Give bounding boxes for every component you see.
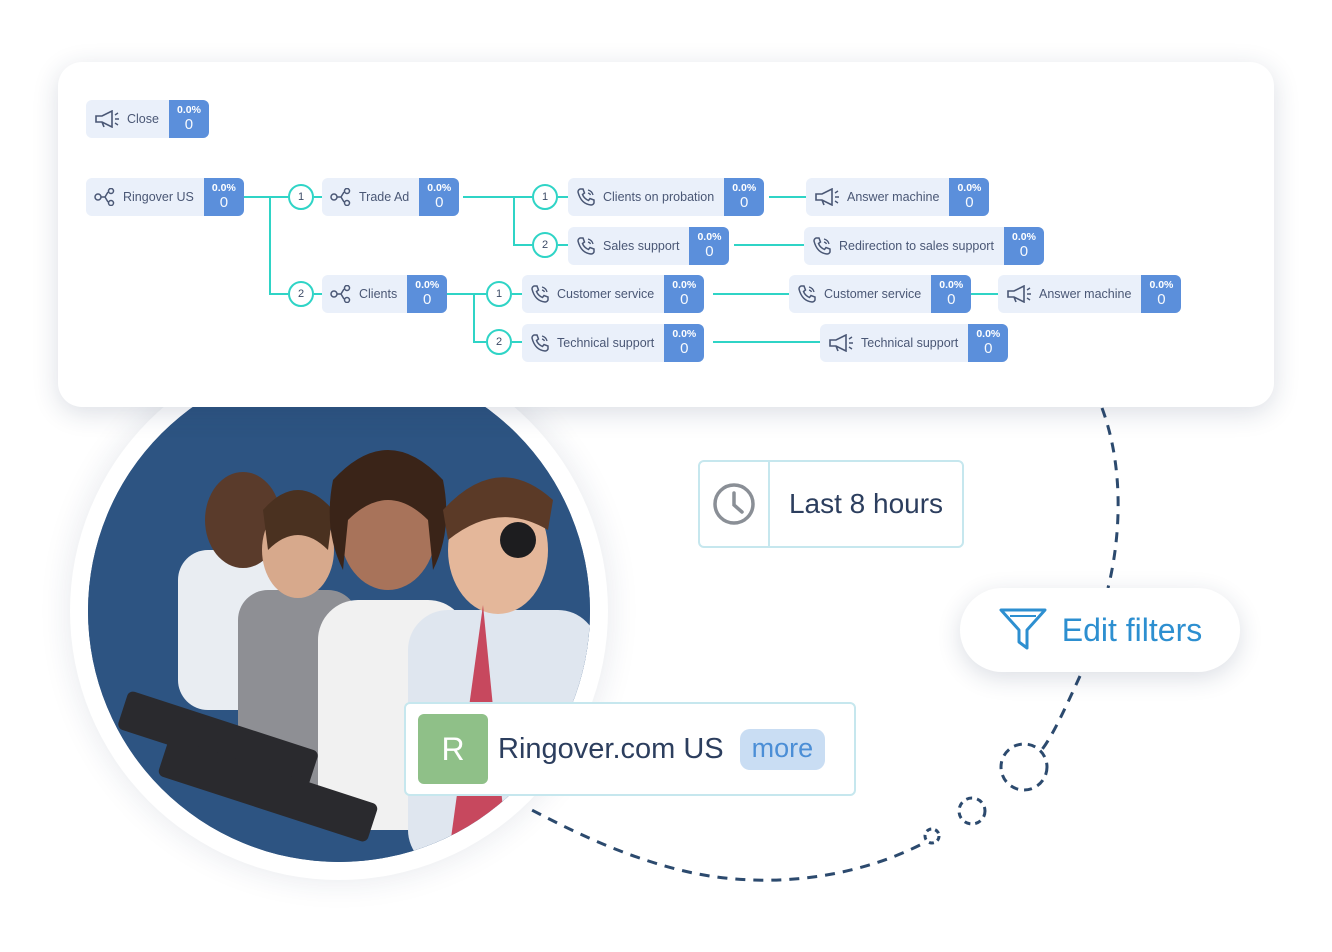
flow-node-trade-ad[interactable]: Trade Ad 0.0%0	[322, 178, 460, 216]
node-percent: 0.0%	[976, 328, 1001, 340]
node-percent: 0.0%	[672, 279, 697, 291]
flow-node-clients[interactable]: Clients 0.0%0	[322, 275, 448, 313]
edit-filters-button[interactable]: Edit filters	[960, 588, 1240, 672]
flow-node-sales-support[interactable]: Sales support 0.0%0	[568, 227, 730, 265]
funnel-icon	[999, 608, 1047, 650]
node-label: Close	[127, 112, 159, 126]
node-count: 0	[705, 243, 714, 260]
flow-node-technical-support-2[interactable]: Technical support 0.0%0	[820, 324, 1009, 362]
node-count: 0	[1019, 243, 1029, 260]
node-count: 0	[435, 194, 444, 211]
node-count: 0	[740, 194, 749, 211]
flow-icon	[94, 188, 115, 206]
node-percent: 0.0%	[957, 182, 982, 194]
node-count: 0	[423, 291, 432, 308]
node-percent: 0.0%	[211, 182, 236, 194]
node-percent: 0.0%	[672, 328, 697, 340]
node-label: Technical support	[557, 336, 655, 350]
node-count: 0	[965, 194, 974, 211]
flow-node-technical-support[interactable]: Technical support 0.0%0	[522, 324, 705, 362]
node-count: 0	[984, 340, 993, 357]
phone-icon	[577, 188, 595, 206]
phone-icon	[531, 334, 549, 352]
flow-node-answer-machine-2[interactable]: Answer machine 0.0%0	[998, 275, 1182, 313]
node-percent: 0.0%	[939, 279, 964, 291]
flow-node-customer-service-2[interactable]: Customer service 0.0%0	[789, 275, 972, 313]
node-percent: 0.0%	[177, 104, 201, 116]
more-button[interactable]: more	[739, 728, 826, 770]
edit-filters-label: Edit filters	[1061, 611, 1203, 648]
flow-node-customer-service[interactable]: Customer service 0.0%0	[522, 275, 705, 313]
node-label: Customer service	[557, 287, 655, 301]
account-chip[interactable]: R Ringover.com US more	[404, 702, 856, 796]
node-label: Clients	[359, 287, 398, 301]
node-percent: 0.0%	[1149, 279, 1174, 291]
time-range-label: Last 8 hours	[788, 488, 944, 519]
node-label: Trade Ad	[359, 190, 410, 204]
node-percent: 0.0%	[427, 182, 452, 194]
node-label: Answer machine	[847, 190, 940, 204]
node-label: Clients on probation	[603, 190, 715, 204]
node-count: 0	[1157, 291, 1166, 308]
megaphone-icon	[1007, 285, 1031, 303]
clock-icon	[713, 483, 755, 525]
time-range-selector[interactable]: Last 8 hours	[698, 460, 964, 548]
megaphone-icon	[829, 334, 853, 352]
flow-node-answer-machine[interactable]: Answer machine 0.0%0	[806, 178, 990, 216]
phone-icon	[577, 237, 595, 255]
branch-badge: 1	[288, 184, 314, 210]
node-count: 0	[680, 291, 689, 308]
node-percent: 0.0%	[732, 182, 757, 194]
node-label: Ringover US	[123, 190, 194, 204]
node-percent: 0.0%	[697, 231, 722, 243]
flow-node-redirection-to-sales-support[interactable]: Redirection to sales support 0.0%0	[804, 227, 1044, 265]
node-label: Answer machine	[1039, 287, 1132, 301]
megaphone-icon	[95, 110, 119, 128]
node-label: Technical support	[861, 336, 959, 350]
call-flow-panel: 1 2 1 2 1 2 Close 0.0%0 Ringover US 0.0%…	[58, 62, 1274, 407]
flow-node-clients-on-probation[interactable]: Clients on probation 0.0%0	[568, 178, 765, 216]
flow-node-ringover-us[interactable]: Ringover US 0.0%0	[86, 178, 244, 216]
node-percent: 0.0%	[1011, 231, 1036, 243]
branch-badge: 1	[486, 281, 512, 307]
node-count: 0	[680, 340, 689, 357]
node-percent: 0.0%	[415, 279, 440, 291]
flow-icon	[330, 285, 351, 303]
branch-badge: 2	[532, 232, 558, 258]
node-count: 0	[184, 116, 194, 133]
flow-icon	[330, 188, 351, 206]
avatar: R	[418, 714, 488, 784]
node-count: 0	[219, 194, 229, 211]
phone-icon	[798, 285, 816, 303]
megaphone-icon	[815, 188, 839, 206]
phone-icon	[531, 285, 549, 303]
branch-badge: 1	[532, 184, 558, 210]
flow-node-close[interactable]: Close 0.0%0	[86, 100, 209, 138]
node-label: Sales support	[603, 239, 680, 253]
flow-connectors	[242, 196, 998, 343]
branch-badge: 2	[288, 281, 314, 307]
branch-badge: 2	[486, 329, 512, 355]
node-count: 0	[947, 291, 956, 308]
node-label: Redirection to sales support	[839, 239, 994, 253]
node-label: Customer service	[824, 287, 922, 301]
account-name: Ringover.com US	[498, 732, 724, 765]
phone-icon	[813, 237, 831, 255]
